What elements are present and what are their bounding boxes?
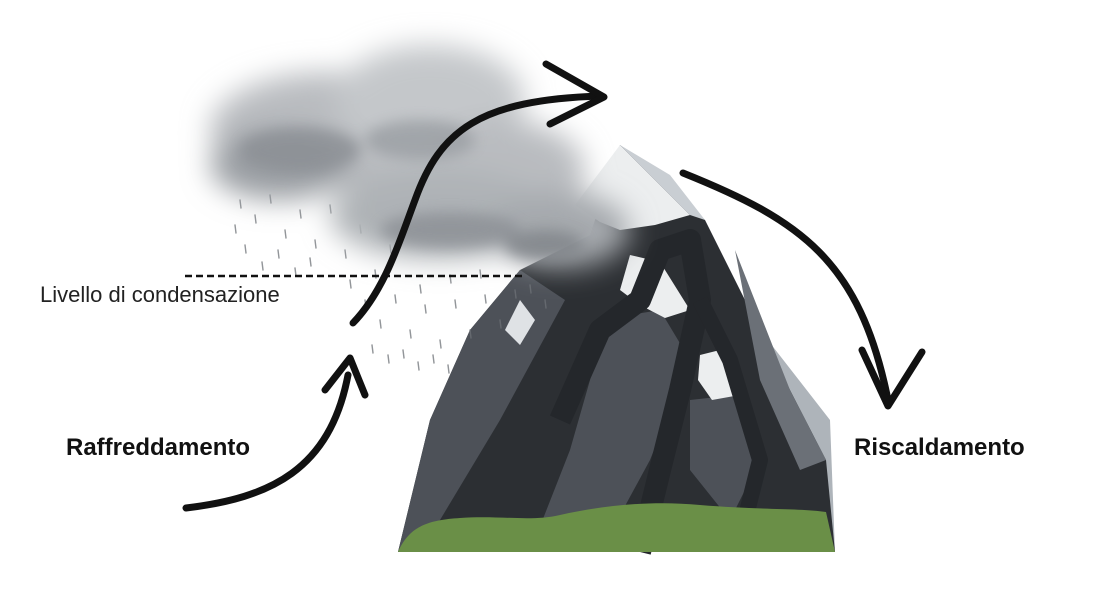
mountain-facet-center: [530, 310, 690, 552]
mountain-snow-shade: [620, 145, 705, 220]
rain-cloud-illustration: [210, 45, 630, 268]
mountain-snow-patch-left: [505, 300, 535, 345]
cooling-label: Raffreddamento: [66, 434, 251, 461]
mountain-facet-highlight: [735, 250, 826, 470]
curved-arrow-over-icon: [349, 60, 608, 327]
condensation-level-label: Livello di condensazione: [40, 282, 280, 307]
warming-label: Riscaldamento: [854, 434, 1025, 461]
mountain-grass: [398, 503, 835, 552]
curved-arrow-up-icon: [182, 354, 369, 512]
mountain-facet-left: [398, 270, 565, 552]
curved-arrow-down-icon: [679, 169, 926, 410]
mountain-ridge-dark: [549, 229, 711, 555]
mountain-ridge-dark-2: [692, 296, 768, 522]
mountain-illustration: [398, 145, 835, 555]
mountain-snow-patch-right: [698, 350, 740, 400]
